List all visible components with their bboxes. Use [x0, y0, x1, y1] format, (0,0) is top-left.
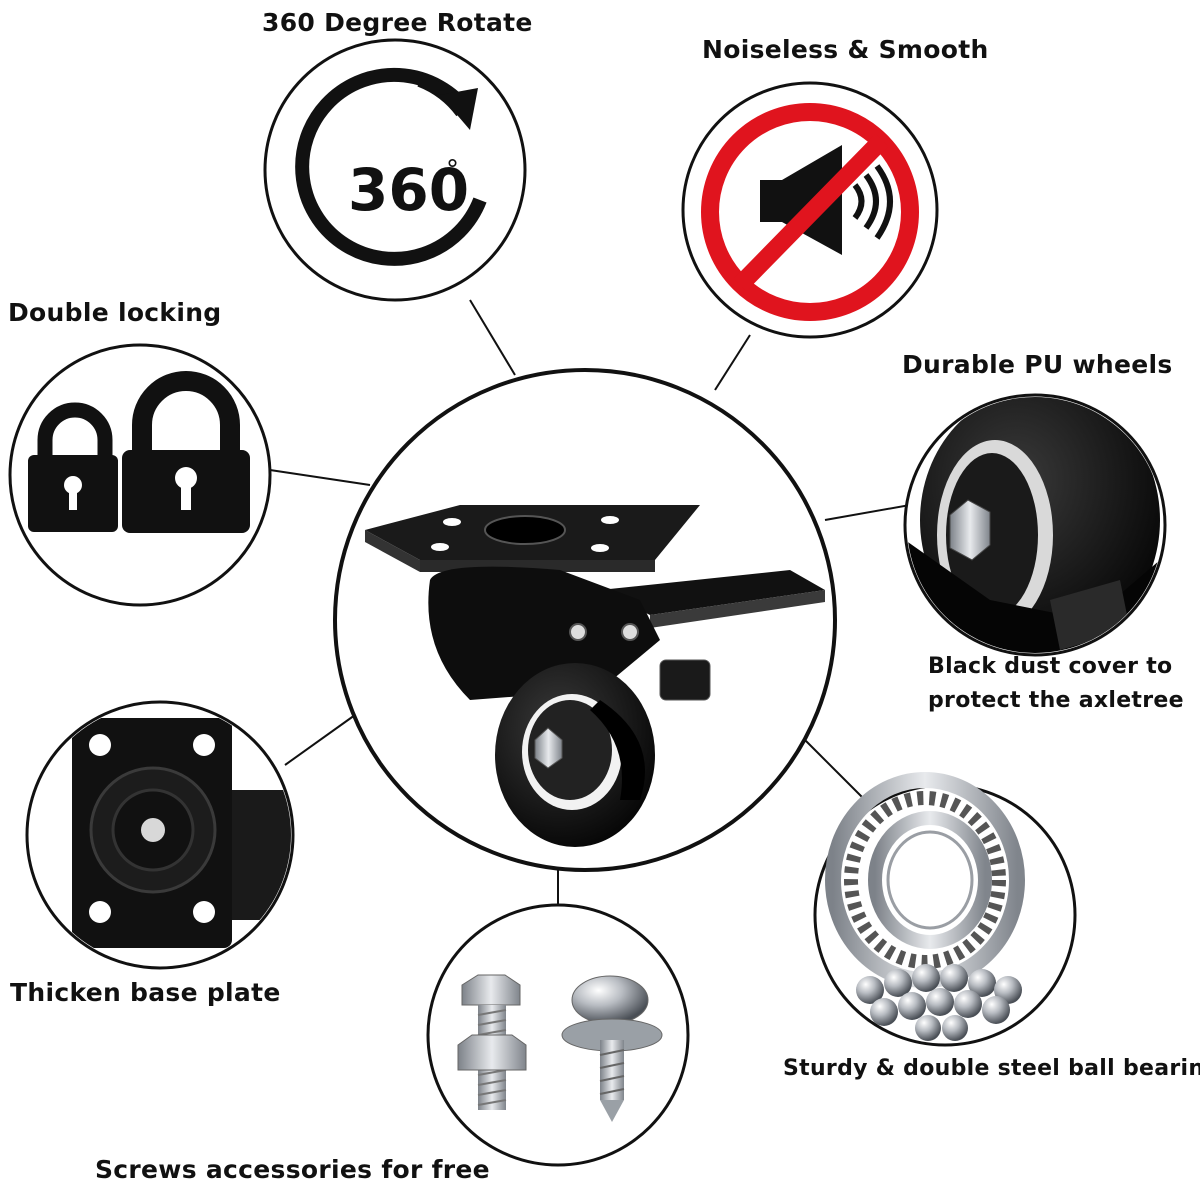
base-plate-image [72, 718, 291, 948]
noise-label: Noiseless & Smooth [702, 35, 989, 64]
screws-label: Screws accessories for free [95, 1155, 490, 1184]
rotate-badge-text: 360 [348, 156, 469, 224]
rotate-label: 360 Degree Rotate [262, 8, 533, 37]
rotate-circle: 360 ° [263, 38, 527, 302]
bearing-circle [813, 772, 1077, 1047]
wheels-caption-line2: protect the axletree [928, 688, 1184, 713]
locking-label: Double locking [8, 298, 222, 327]
bearing-label: Sturdy & double steel ball bearing [783, 1056, 1200, 1081]
caster-wheel-image [365, 505, 825, 847]
pu-wheel-image [907, 397, 1160, 653]
wheel-circle [903, 393, 1167, 657]
padlock-icon [122, 371, 250, 533]
screws-image [457, 974, 663, 1122]
wheels-label: Durable PU wheels [902, 350, 1173, 379]
degree-sign: ° [446, 155, 459, 185]
rotate-360-icon: 360 ° [295, 67, 487, 266]
ball-bearing-image [825, 772, 1025, 1041]
screws-circle [426, 903, 690, 1167]
padlock-icon [28, 402, 118, 532]
base-plate-label: Thicken base plate [10, 978, 281, 1007]
base-plate-circle [25, 700, 295, 970]
connector-lines [269, 299, 911, 905]
no-sound-icon [701, 103, 919, 321]
steel-balls [856, 964, 1022, 1041]
main-caster-circle [333, 368, 837, 872]
locking-circle [8, 343, 272, 607]
noise-circle [681, 81, 939, 339]
wheels-caption-line1: Black dust cover to [928, 654, 1173, 679]
